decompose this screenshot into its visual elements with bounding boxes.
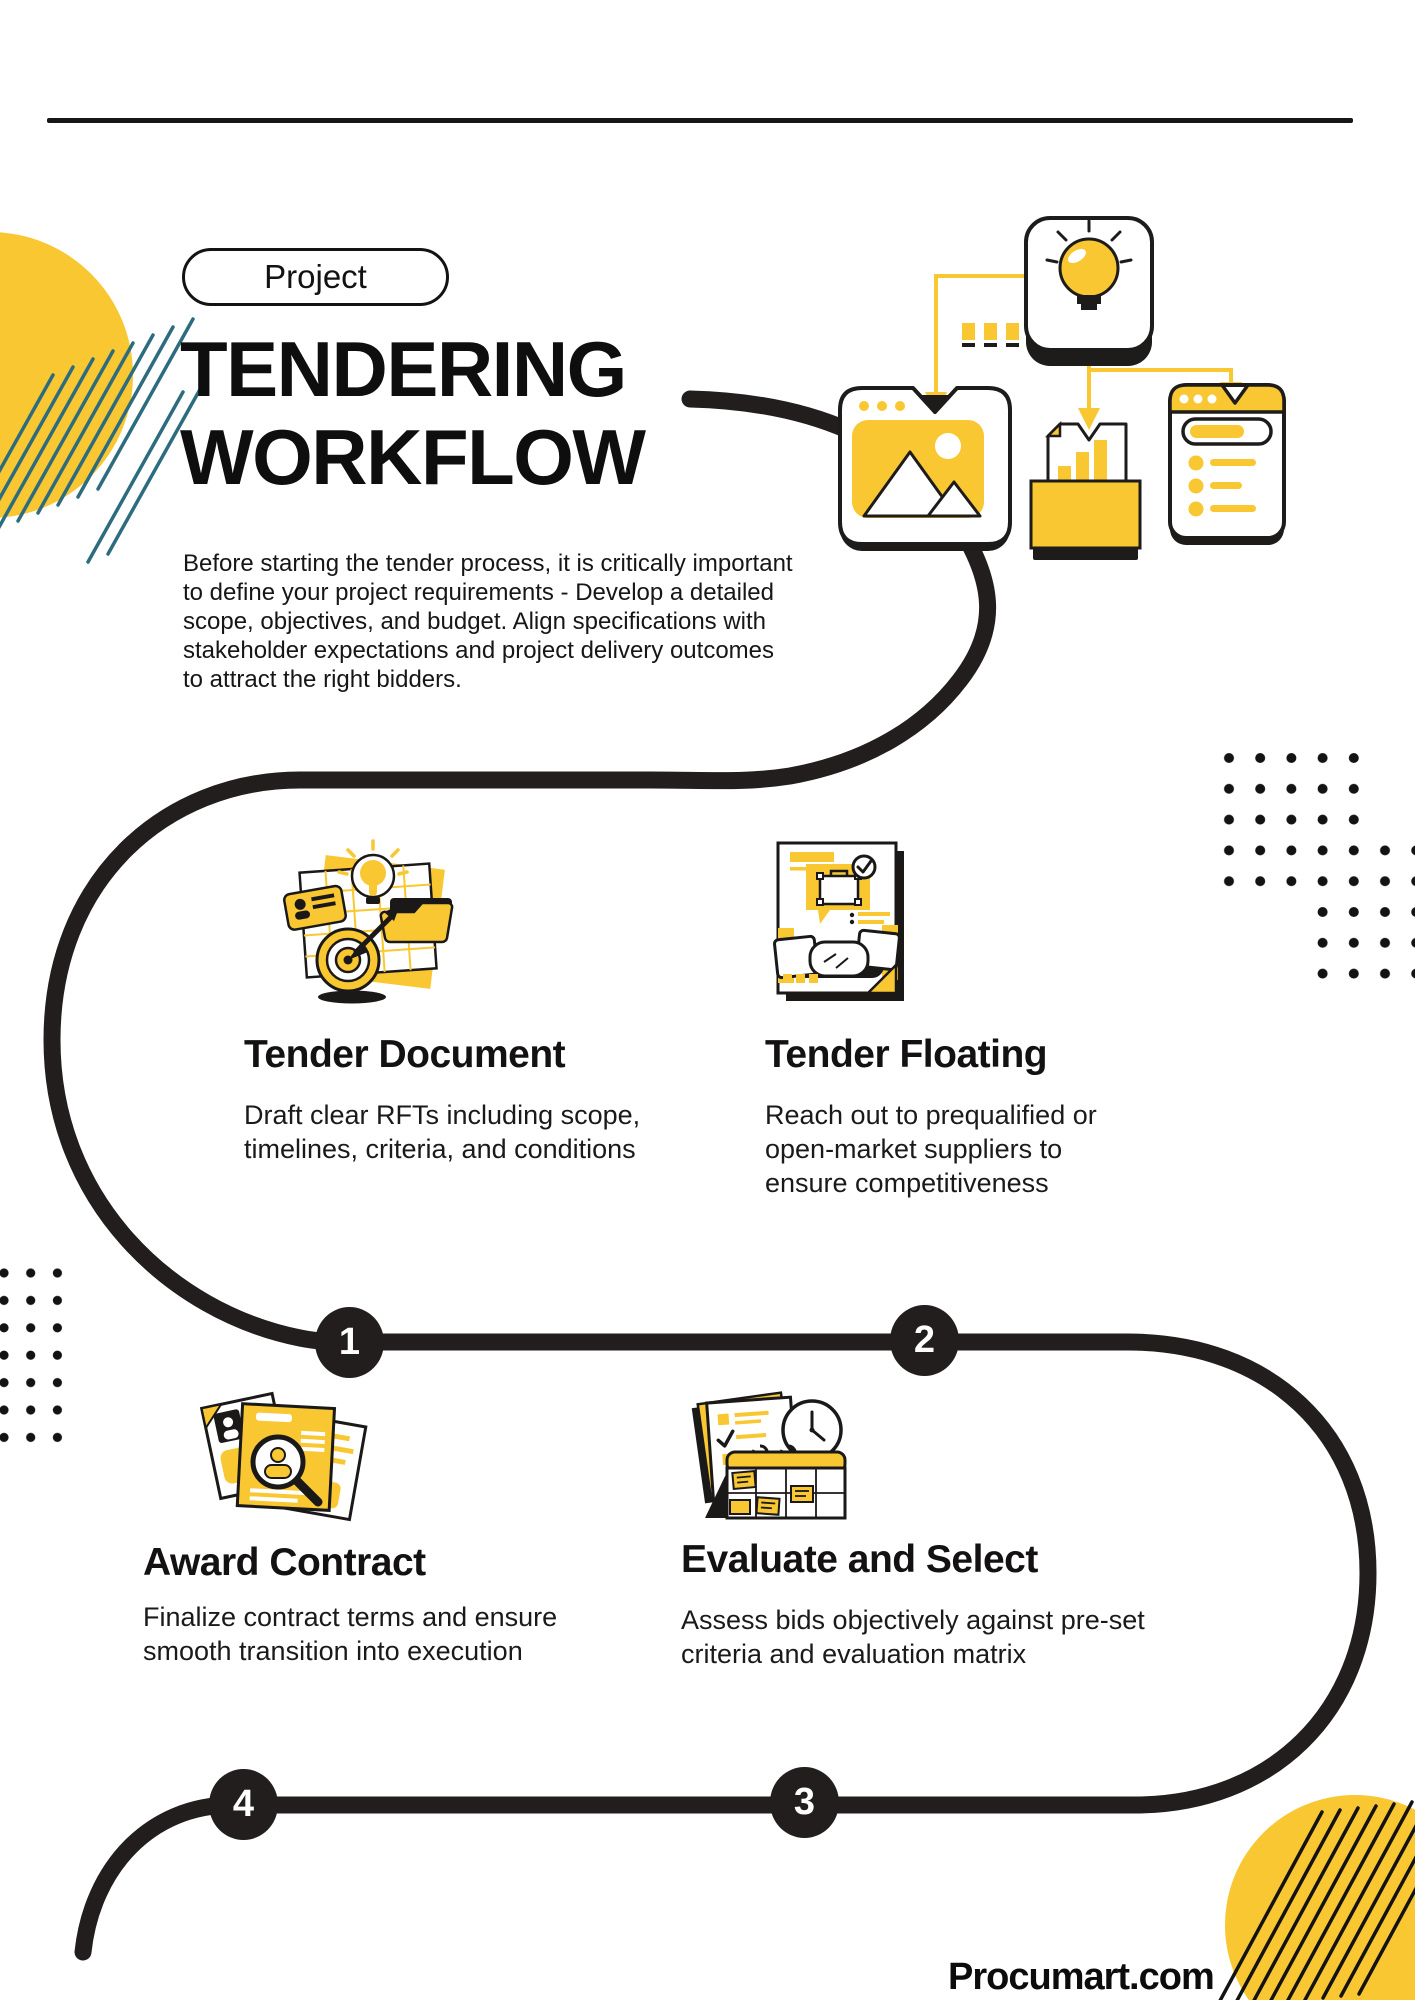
bulb-glyph <box>337 839 409 904</box>
step-4-description: Finalize contract terms and ensure smoot… <box>143 1602 558 1666</box>
magnifier-glyph <box>250 1434 323 1507</box>
step-3-number: 3 <box>793 1781 816 1823</box>
step-4-number-badge: 4 <box>209 1769 278 1840</box>
checklist-card-icon <box>1168 383 1286 545</box>
workflow-path <box>43 390 1377 1961</box>
step-3-number-badge: 3 <box>770 1767 839 1838</box>
step-2-number: 2 <box>913 1319 936 1361</box>
page-title-line2: WORKFLOW <box>180 413 646 501</box>
clock-glyph <box>781 1399 843 1461</box>
calendar-glyph <box>725 1444 847 1520</box>
page-title: TENDERING WORKFLOW <box>180 325 700 501</box>
dashes-icon <box>962 323 1019 347</box>
id-card-glyph <box>283 884 347 931</box>
step-2-description: Reach out to prequalified or open-market… <box>765 1100 1097 1198</box>
process-illustration <box>838 216 1286 560</box>
step-2-number-badge: 2 <box>890 1305 959 1376</box>
check-circle-glyph <box>851 854 877 880</box>
top-left-striped-circle <box>0 232 205 564</box>
sticky-notes <box>729 1469 814 1516</box>
intro-paragraph: Before starting the tender process, it i… <box>183 550 793 693</box>
project-badge: Project <box>182 248 449 306</box>
image-card-icon <box>838 386 1012 551</box>
step-1-number-badge: 1 <box>315 1307 384 1378</box>
idea-lightbulb-icon <box>1024 216 1154 366</box>
step-1-title: Tender Document <box>244 1033 566 1076</box>
report-tray-icon <box>1029 420 1142 560</box>
tender-document-icon <box>283 839 454 1004</box>
step-3-title: Evaluate and Select <box>681 1538 1038 1581</box>
evaluate-select-icon <box>691 1391 847 1520</box>
handshake-glyph <box>773 925 901 983</box>
top-divider-line <box>47 118 1353 123</box>
step-1-description: Draft clear RFTs including scope, timeli… <box>244 1100 641 1164</box>
step-1-number: 1 <box>338 1321 361 1363</box>
website-url: Procumart.com <box>948 1956 1215 1998</box>
step-3-description: Assess bids objectively against pre-set … <box>681 1605 1145 1669</box>
award-contract-icon <box>199 1391 368 1522</box>
tender-floating-icon <box>773 841 904 1001</box>
page-title-line1: TENDERING <box>180 325 627 413</box>
target-dart-glyph <box>315 905 400 1004</box>
step-4-title: Award Contract <box>143 1541 426 1584</box>
step-2-title: Tender Floating <box>765 1033 1048 1076</box>
left-dot-grid <box>0 1259 71 1452</box>
folder-glyph <box>379 898 454 944</box>
bottom-right-striped-circle <box>1218 1795 1415 2000</box>
right-dot-grid <box>1213 742 1415 989</box>
project-badge-label: Project <box>264 258 367 295</box>
step-4-number: 4 <box>232 1783 255 1825</box>
